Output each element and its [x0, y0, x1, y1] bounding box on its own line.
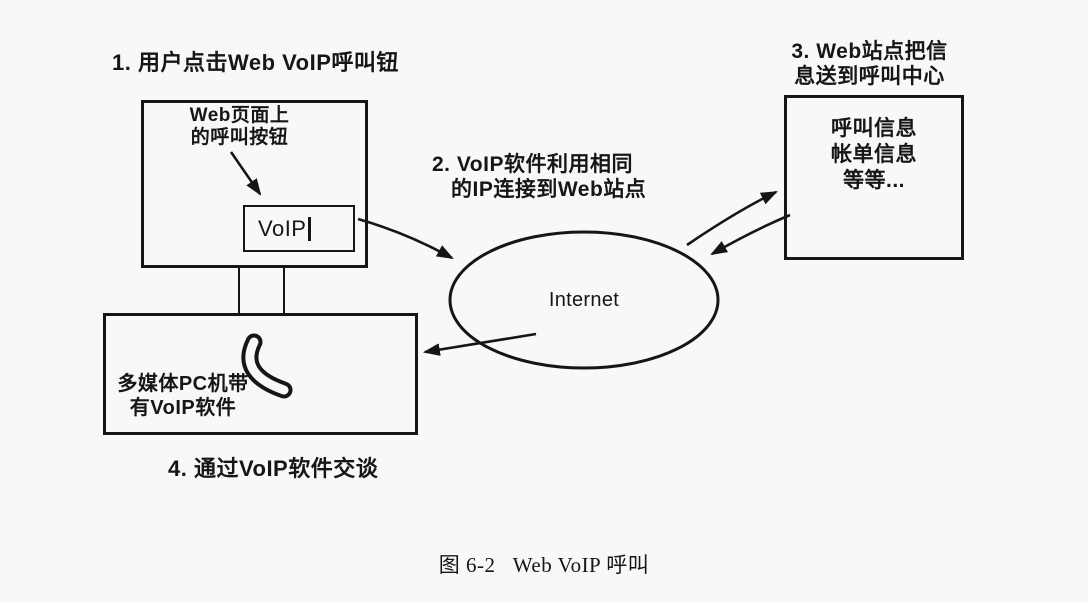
step3-label: 3. Web站点把信 息送到呼叫中心 — [791, 40, 948, 88]
step4-label: 4. 通过VoIP软件交谈 — [168, 456, 379, 481]
voip-button-label: VoIP — [258, 215, 307, 241]
pc-label: 多媒体PC机带 有VoIP软件 — [117, 373, 249, 419]
monitor-stand — [238, 266, 285, 314]
step2-label: 2. VoIP软件利用相同 的IP连接到Web站点 — [432, 153, 647, 201]
internet-cloud — [448, 230, 720, 370]
arrow-note-to-voip-button — [229, 151, 262, 196]
internet-label: Internet — [548, 289, 620, 311]
multimedia-pc-box — [103, 313, 418, 435]
phone-handset-icon — [241, 333, 293, 399]
step1-label: 1. 用户点击Web VoIP呼叫钮 — [112, 50, 399, 75]
arrow-internet-to-pc — [422, 332, 537, 356]
figure-caption: 图 6-2 Web VoIP 呼叫 — [438, 553, 650, 577]
web-page-call-button-note: Web页面上 的呼叫按钮 — [189, 105, 290, 149]
text-cursor — [308, 216, 311, 241]
call-center-info: 呼叫信息 帐单信息 等等... — [831, 117, 917, 193]
monitor-screen-box — [141, 100, 368, 268]
voip-call-button[interactable]: VoIP — [243, 205, 355, 252]
arrow-internet-to-callcenter — [686, 190, 778, 247]
arrow-callcenter-to-internet — [710, 213, 791, 256]
call-center-box — [784, 95, 964, 260]
arrow-voip-to-internet — [357, 217, 454, 260]
